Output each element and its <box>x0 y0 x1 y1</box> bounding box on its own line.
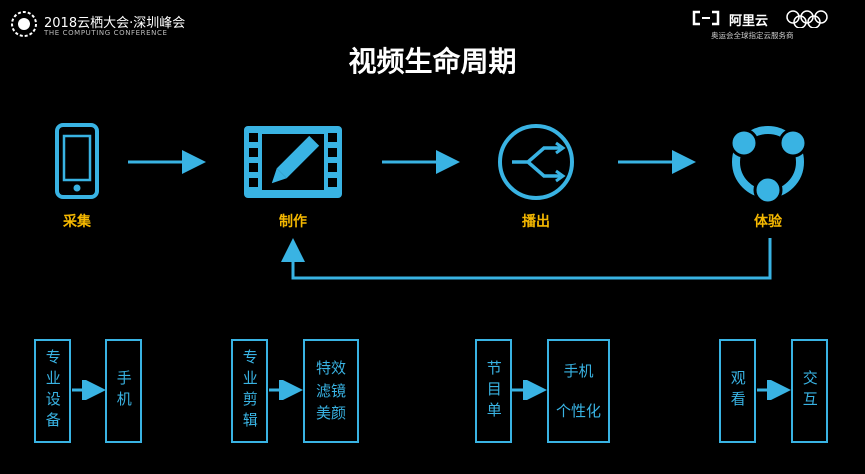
aliyun-mark-icon <box>692 10 720 26</box>
stage-label-experience: 体验 <box>754 214 782 230</box>
brand-subtitle: 奥运会全球指定云服务商 <box>711 31 794 40</box>
detail-box-produce-to: 特效 滤镜 美颜 <box>303 339 359 443</box>
phone-icon <box>55 123 99 199</box>
stage-label-produce: 制作 <box>279 214 307 230</box>
conference-logo: 2018云栖大会·深圳峰会 THE COMPUTING CONFERENCE <box>10 8 190 44</box>
detail-item: 个性化 <box>555 401 601 420</box>
detail-box-experience-to: 交互 <box>791 339 828 443</box>
lifecycle-flow <box>55 123 808 280</box>
share-nodes-icon <box>729 126 808 205</box>
detail-box-capture-from: 专业设备 <box>34 339 71 443</box>
stage-label-broadcast: 播出 <box>522 214 550 230</box>
detail-box-capture-to: 手机 <box>105 339 142 443</box>
detail-item: 特效 <box>315 359 346 378</box>
detail-box-broadcast-to: 手机 个性化 <box>547 339 610 443</box>
conference-mark-icon <box>11 11 37 37</box>
olympic-rings-icon <box>786 10 828 28</box>
detail-box-produce-from: 专业剪辑 <box>231 339 268 443</box>
split-arrow-icon <box>498 124 574 200</box>
detail-item: 滤镜 <box>315 381 346 400</box>
brand-name: 阿里云 <box>729 14 769 29</box>
detail-box-experience-from: 观看 <box>719 339 756 443</box>
feedback-loop-arrow <box>281 238 772 280</box>
detail-box-broadcast-from: 节目单 <box>475 339 512 443</box>
detail-arrows <box>72 380 791 400</box>
detail-item: 美颜 <box>315 404 346 423</box>
stage-label-capture: 采集 <box>63 214 91 230</box>
film-edit-icon <box>244 126 342 198</box>
event-title: 2018云栖大会·深圳峰会 <box>44 16 186 31</box>
page-title: 视频生命周期 <box>348 45 517 78</box>
detail-item: 手机 <box>563 361 594 380</box>
event-subtitle: THE COMPUTING CONFERENCE <box>44 29 168 37</box>
brand-logo: 阿里云 奥运会全球指定云服务商 <box>691 8 851 42</box>
